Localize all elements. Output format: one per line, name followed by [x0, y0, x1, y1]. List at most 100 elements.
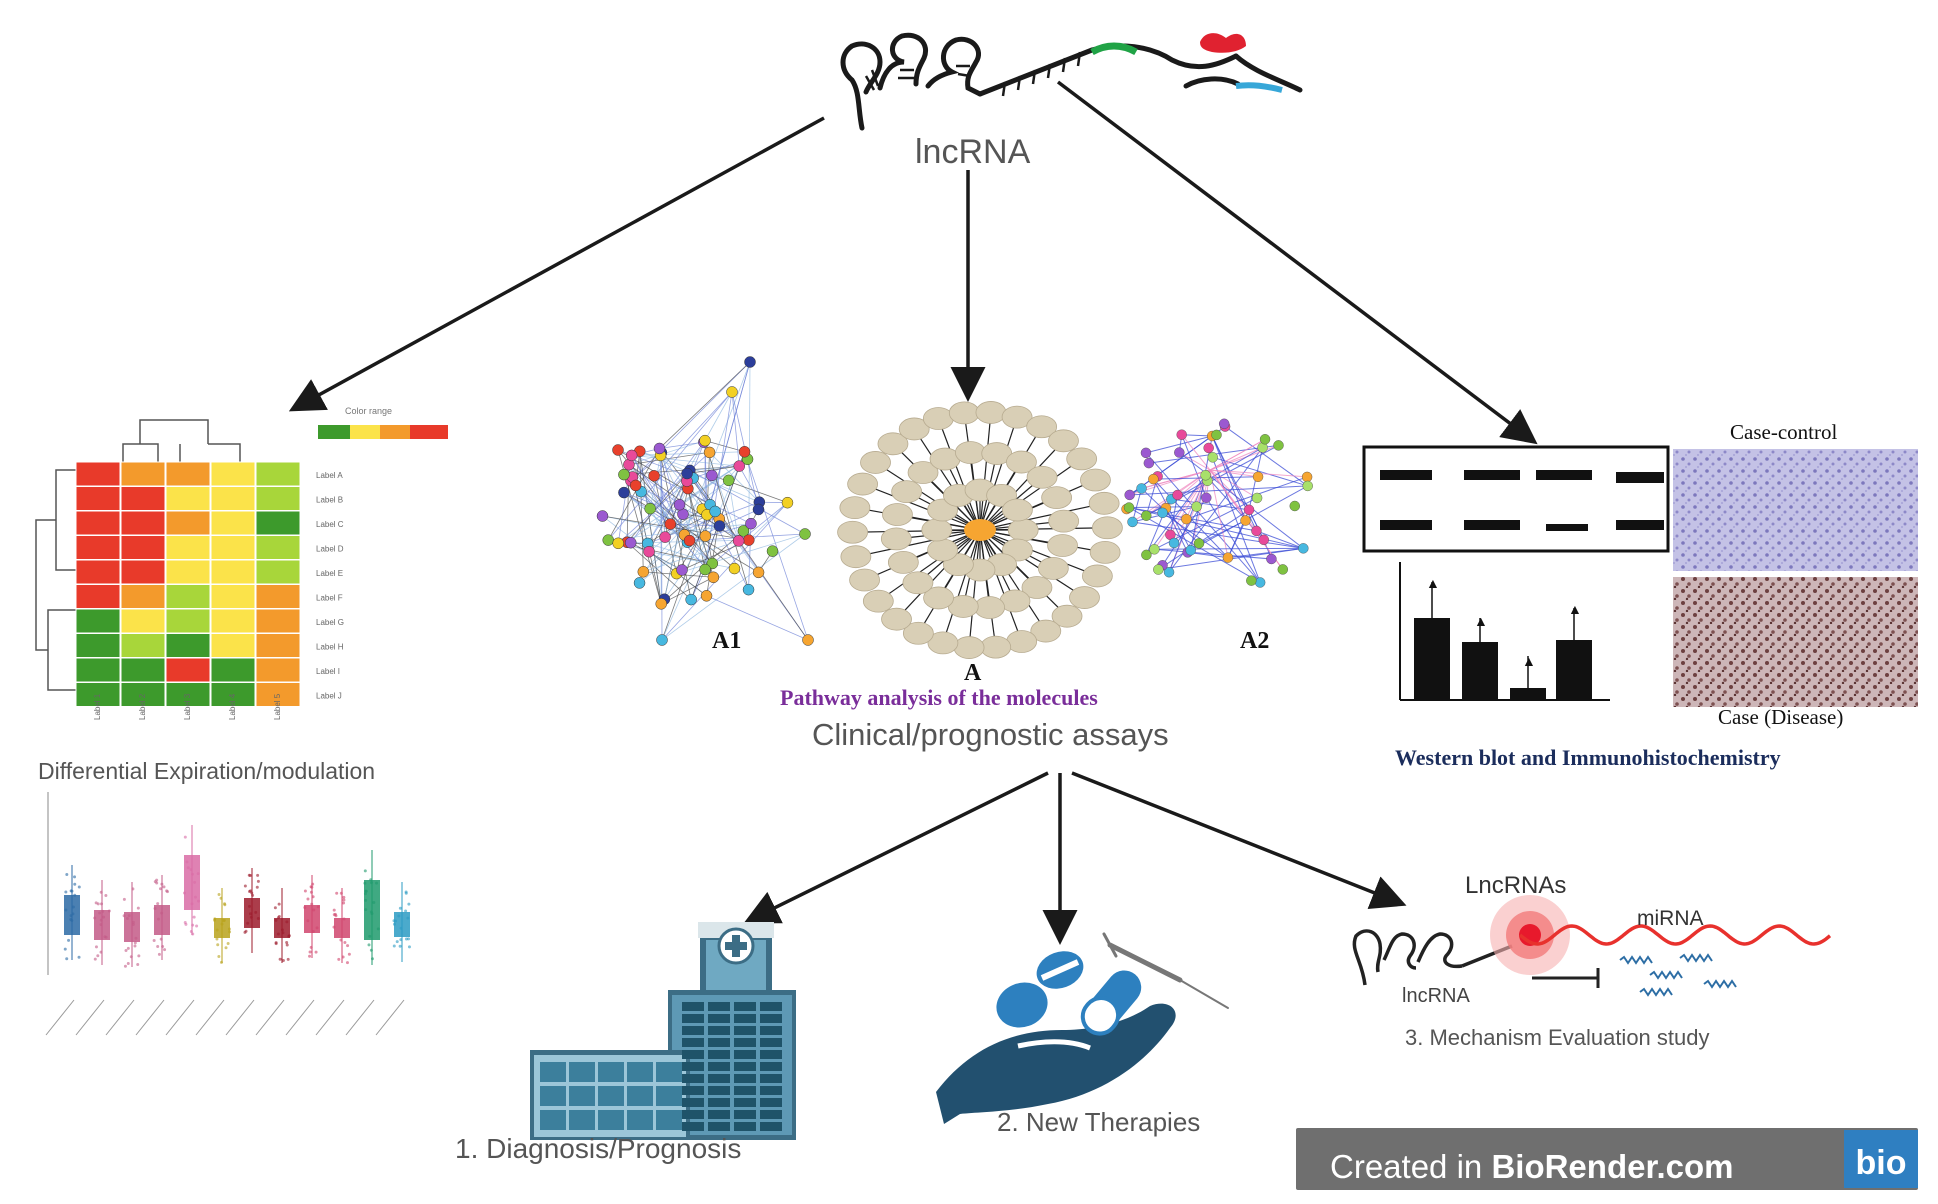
boxplot-point — [399, 938, 403, 942]
hospital-window — [708, 1038, 730, 1047]
network-a1-edge — [626, 458, 748, 543]
boxplot-point — [341, 955, 345, 959]
network-a2-edge — [1145, 474, 1206, 556]
network-a1-node — [683, 534, 696, 547]
network-a1-edge — [631, 455, 688, 543]
heatmap-cell — [165, 657, 211, 683]
network-a-edge — [968, 529, 981, 648]
network-a-edge — [937, 418, 981, 531]
mirna-strand — [1679, 953, 1713, 963]
network-a1-node — [799, 528, 811, 540]
network-a2-node — [1207, 452, 1218, 463]
hospital-windows — [540, 1002, 782, 1131]
hospital-window — [708, 1062, 730, 1071]
heatmap-row-label: Label B — [316, 496, 343, 505]
hospital-window — [682, 1026, 704, 1035]
network-a2-node — [1136, 483, 1147, 494]
network-a2-edge — [1154, 548, 1272, 560]
boxplot-point — [96, 954, 100, 958]
heatmap-cell — [120, 535, 166, 560]
boxplot-point — [96, 902, 100, 906]
heatmap-cell — [255, 486, 301, 511]
heatmap-cell — [75, 657, 121, 683]
network-a2-edge — [1208, 447, 1261, 583]
boxplot-point — [243, 884, 247, 888]
hospital-window — [734, 1098, 756, 1107]
network-a1-edge — [631, 451, 745, 456]
case-control-label: Case-control — [1730, 420, 1838, 444]
network-a1-node — [602, 534, 614, 546]
boxplot-point — [407, 902, 411, 906]
network-a-node — [1088, 491, 1120, 515]
heatmap-cell — [120, 461, 166, 487]
hospital-window — [760, 1014, 782, 1023]
boxplot-point — [161, 944, 165, 948]
network-a-node — [974, 596, 1005, 619]
network-a1-node — [707, 571, 720, 584]
hospital-window — [734, 1062, 756, 1071]
heatmap-cell — [210, 584, 256, 609]
network-a-node — [927, 538, 958, 562]
network-a2-edge — [1181, 434, 1211, 471]
boxplot-point — [342, 898, 346, 902]
network-a1-edge — [706, 361, 751, 515]
network-a1-edge — [639, 451, 644, 572]
network-a-node — [882, 503, 913, 526]
network-a2-node — [1298, 543, 1309, 554]
network-a-node — [1048, 429, 1079, 453]
boxplot-point — [217, 893, 221, 897]
boxplot-tick-label — [165, 999, 195, 1036]
network-a1-edge — [706, 595, 809, 641]
heatmap-cell — [255, 535, 301, 560]
network-a-node — [921, 518, 953, 542]
syringe-icon — [1102, 932, 1229, 1009]
hospital-window — [760, 1038, 782, 1047]
heatmap-cell — [75, 461, 121, 487]
network-a2-edge — [1211, 435, 1246, 521]
arrow-to-heatmap — [288, 116, 825, 412]
boxplot-point — [100, 902, 104, 906]
heatmap-cell — [75, 633, 121, 658]
boxplot-point — [273, 906, 277, 910]
boxplot-point — [309, 945, 313, 949]
lncrna-small-label: lncRNA — [1402, 985, 1470, 1007]
heatmap-cell — [75, 486, 121, 511]
heatmap-cell — [120, 559, 166, 585]
boxplot-point — [73, 875, 77, 879]
boxplot-point — [406, 937, 410, 941]
network-a1-edge — [653, 475, 752, 525]
network-a-node — [907, 461, 939, 484]
network-a2-edge — [1209, 438, 1266, 471]
network-a-node — [902, 571, 934, 595]
network-a-node — [1081, 564, 1113, 588]
network-a-label: A — [964, 660, 982, 686]
boxplot-point — [191, 923, 195, 927]
network-a1-edge — [731, 391, 740, 467]
heatmap-cell — [75, 608, 121, 634]
network-a1-edge — [607, 391, 733, 541]
network-a1-node — [745, 517, 757, 530]
hospital-window — [760, 1002, 782, 1011]
network-a1-node — [681, 467, 693, 480]
boxplot-point — [332, 908, 336, 912]
boxplot-point — [159, 937, 163, 941]
network-a2-edge — [1128, 507, 1257, 532]
network-a1-node — [733, 460, 745, 472]
boxplot-point — [407, 945, 411, 949]
network-a-node — [1041, 486, 1073, 510]
network-a1-node — [685, 593, 697, 606]
network-a2-node — [1185, 545, 1196, 556]
heatmap-cell — [210, 657, 256, 683]
network-a1-node — [713, 520, 726, 532]
boxplot-point — [163, 948, 167, 952]
boxplot-point — [133, 944, 137, 948]
network-a-hub-node — [964, 519, 996, 541]
network-a-edge — [979, 529, 1047, 632]
network-a2-node — [1243, 504, 1255, 516]
boxplot-point — [306, 897, 310, 901]
network-a1-node — [752, 566, 765, 579]
hospital-window — [760, 1062, 782, 1071]
network-a-edge — [979, 529, 1085, 599]
